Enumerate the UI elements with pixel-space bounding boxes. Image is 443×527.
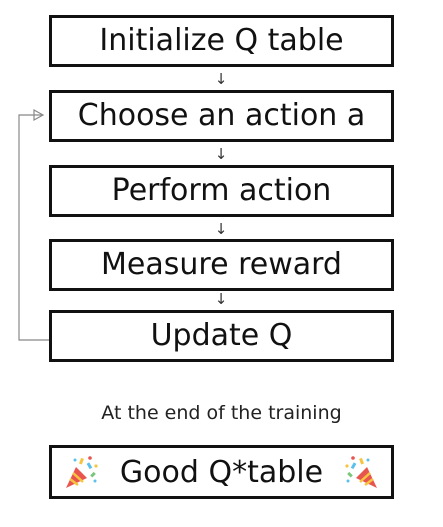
- arrow-down-icon: ↓: [214, 70, 228, 88]
- step-choose-action: Choose an action a: [49, 90, 394, 142]
- party-popper-icon: [66, 456, 98, 488]
- arrow-down-icon: ↓: [214, 290, 228, 308]
- arrow-down-icon: ↓: [214, 145, 228, 163]
- party-popper-icon: [345, 456, 377, 488]
- step-initialize-q-table: Initialize Q table: [49, 15, 394, 67]
- step-measure-reward: Measure reward: [49, 239, 394, 291]
- step-label: Measure reward: [101, 247, 342, 282]
- step-update-q: Update Q: [49, 310, 394, 362]
- end-of-training-caption: At the end of the training: [101, 402, 342, 424]
- result-box: Good Q*table: [49, 445, 394, 499]
- arrow-down-icon: ↓: [214, 220, 228, 238]
- step-label: Choose an action a: [77, 98, 366, 133]
- step-label: Perform action: [111, 173, 332, 208]
- step-perform-action: Perform action: [49, 165, 394, 217]
- step-label: Update Q: [150, 318, 293, 353]
- result-label: Good Q*table: [119, 454, 324, 490]
- step-label: Initialize Q table: [99, 23, 344, 58]
